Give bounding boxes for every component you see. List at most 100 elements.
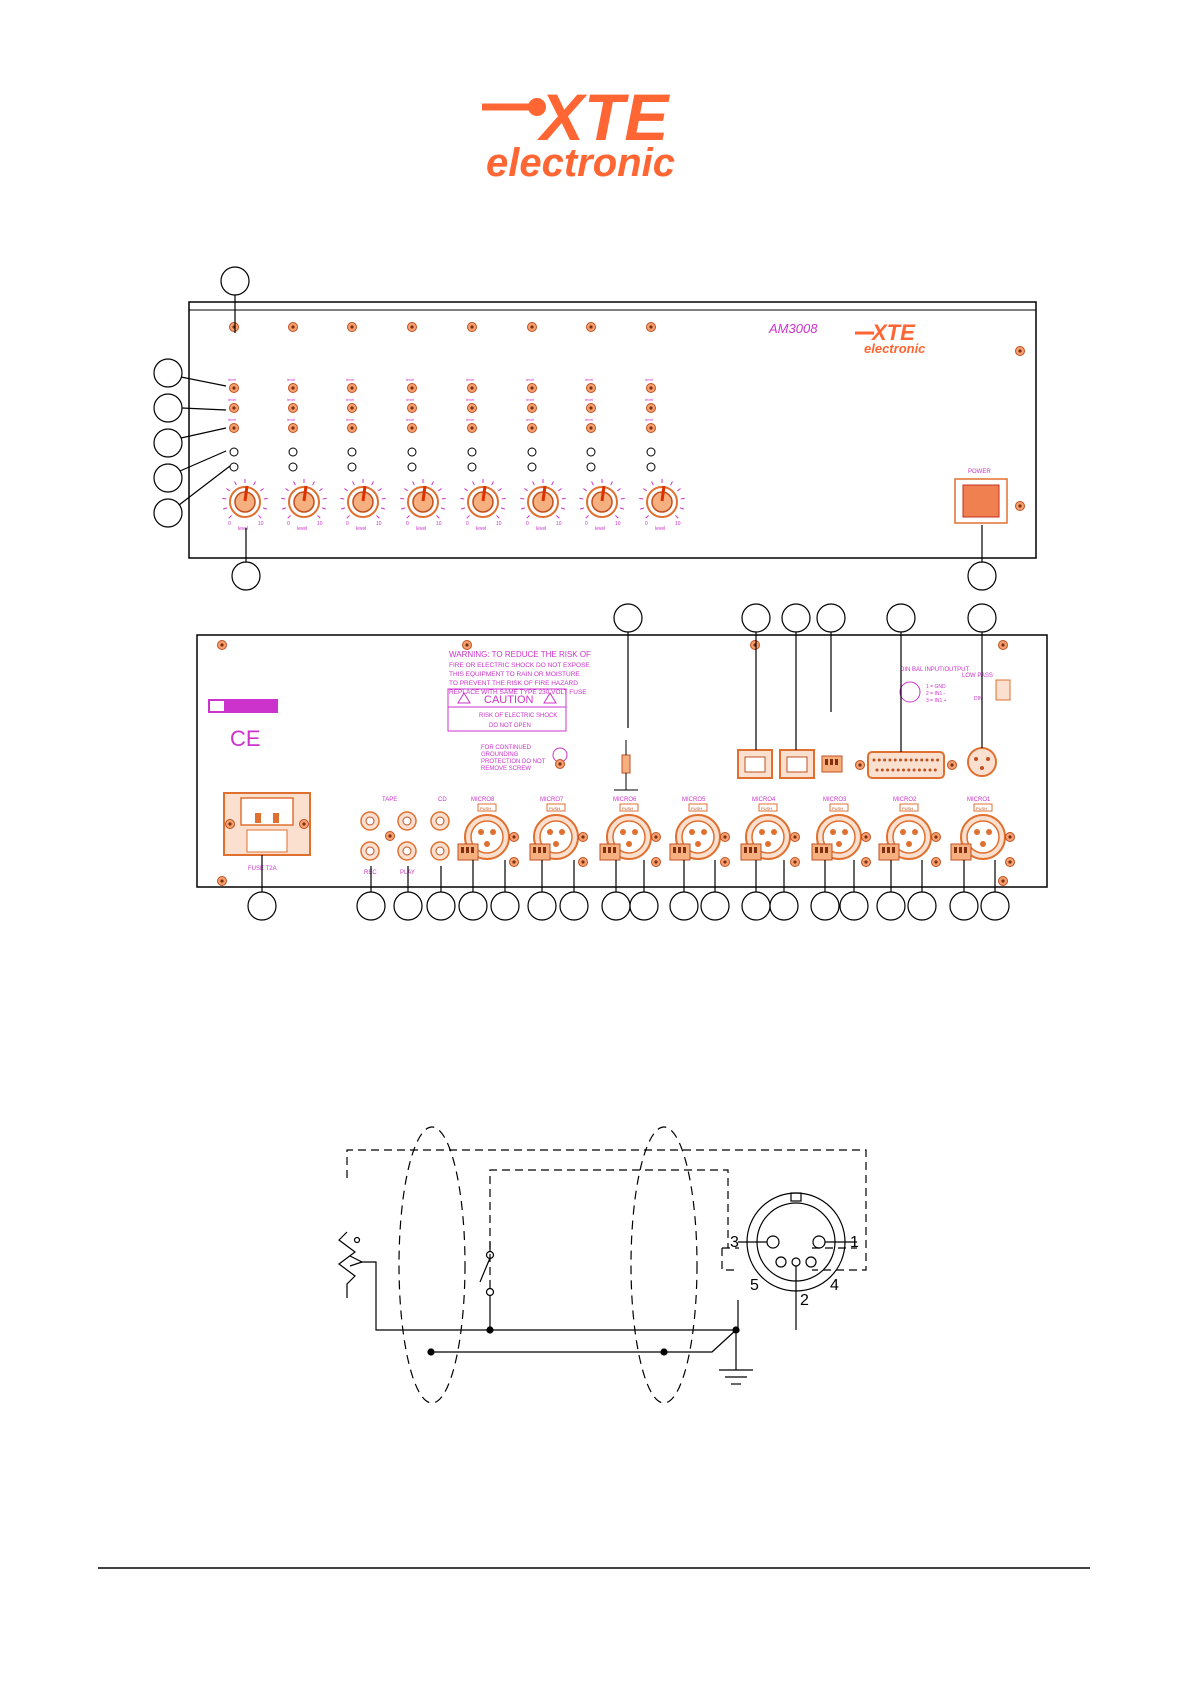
trim-label: level	[287, 397, 295, 402]
channel-trim-screw	[407, 322, 417, 332]
warning-line-4: TO PREVENT THE RISK OF FIRE HAZARD	[449, 680, 578, 687]
indicator-led	[288, 447, 298, 457]
trim-label: level	[645, 377, 653, 382]
ground-lift-switch	[614, 740, 638, 791]
trim-label: level	[466, 377, 474, 382]
level-knob[interactable]	[526, 484, 560, 519]
mic-label: MICRO3	[823, 797, 847, 803]
channel-trim-screw	[229, 423, 239, 433]
connector-screw	[578, 857, 588, 867]
channel-trim-screw	[407, 423, 417, 433]
level-knob[interactable]	[346, 484, 380, 519]
connector-screw	[931, 832, 941, 842]
panel-screw	[1015, 346, 1025, 356]
svg-text:electronic: electronic	[864, 341, 926, 356]
channel-trim-screw	[407, 383, 417, 393]
connector-screw	[790, 832, 800, 842]
channel-trim-screw	[229, 322, 239, 332]
logo-brand-text: XTE	[536, 80, 670, 154]
channel-trim-screw	[586, 423, 596, 433]
din-plug-icon	[738, 1192, 857, 1300]
grounding-note: FOR CONTINUED GROUNDING PROTECTION DO NO…	[481, 745, 568, 772]
knob-min-label: 0	[287, 521, 290, 527]
channel-trim-screw	[646, 423, 656, 433]
pin-3-label: 3	[730, 1234, 739, 1251]
level-knob[interactable]	[228, 484, 262, 519]
knob-min-label: 0	[466, 521, 469, 527]
knob-level-label: level	[476, 526, 486, 532]
tape-label: TAPE	[382, 797, 397, 803]
front-logo: XTE electronic	[855, 320, 926, 356]
indicator-led	[288, 462, 298, 472]
serial-label-plate	[208, 699, 278, 713]
indicator-led	[467, 462, 477, 472]
trim-label: level	[287, 417, 295, 422]
panel-screw	[998, 640, 1008, 650]
connector-screw	[1005, 832, 1015, 842]
channel-trim-screw	[347, 423, 357, 433]
indicator-led	[527, 447, 537, 457]
ce-mark: CE	[230, 726, 261, 751]
power-switch[interactable]: POWER	[954, 469, 1008, 524]
indicator-led	[586, 462, 596, 472]
wiring-diagram	[338, 1126, 867, 1404]
pin-5-label: 5	[750, 1277, 759, 1294]
channel-trim-screw	[527, 423, 537, 433]
knob-level-label: level	[297, 526, 307, 532]
knob-max-label: 10	[258, 521, 264, 527]
trim-label: level	[228, 397, 236, 402]
panel-screw	[1015, 501, 1025, 511]
potentiometer-icon	[338, 1231, 738, 1331]
grounding-line-4: REMOVE SCREW	[481, 766, 531, 772]
trim-label: level	[346, 397, 354, 402]
knob-level-label: level	[416, 526, 426, 532]
knob-min-label: 0	[526, 521, 529, 527]
trim-label: level	[287, 377, 295, 382]
pin-note-3: 3 = IN1 +	[926, 698, 947, 704]
channel-trim-screw	[288, 383, 298, 393]
dip-switch	[599, 843, 621, 861]
pin-note-1: 1 = GND	[926, 684, 946, 690]
bal-io-detail: DIN BAL INPUT/OUTPUT 1 = GND 2 = IN1 - 3…	[899, 667, 969, 704]
caution-line-1: RISK OF ELECTRIC SHOCK	[479, 713, 557, 719]
connector-screw	[509, 857, 519, 867]
push-label: PUSH	[832, 806, 843, 811]
level-knob[interactable]	[406, 484, 440, 519]
tape-cd-inputs: TAPE CD REC PLAY	[360, 797, 450, 876]
indicator-led	[407, 447, 417, 457]
connector-screw	[720, 832, 730, 842]
panel-screw	[750, 640, 760, 650]
level-knob[interactable]	[466, 484, 500, 519]
trim-label: level	[466, 397, 474, 402]
channel-trim-screw	[347, 403, 357, 413]
channel-trim-screw	[467, 423, 477, 433]
level-knob[interactable]	[287, 484, 321, 519]
connector-screw	[790, 857, 800, 867]
knob-max-label: 10	[615, 521, 621, 527]
channel-trim-screw	[467, 403, 477, 413]
level-knob[interactable]	[645, 484, 679, 519]
trim-label: level	[526, 417, 534, 422]
level-knob[interactable]	[585, 484, 619, 519]
knob-level-label: level	[595, 526, 605, 532]
push-label: PUSH	[622, 806, 633, 811]
mic-label: MICRO4	[752, 797, 776, 803]
trim-label: level	[406, 377, 414, 382]
mic-label: MICRO8	[471, 797, 495, 803]
trim-label: level	[466, 417, 474, 422]
connector-screw	[651, 857, 661, 867]
trim-label: level	[645, 397, 653, 402]
panel-screw	[217, 876, 227, 886]
rear-callouts-top	[613, 603, 997, 752]
trim-label: level	[585, 397, 593, 402]
connector-screw	[1005, 857, 1015, 867]
